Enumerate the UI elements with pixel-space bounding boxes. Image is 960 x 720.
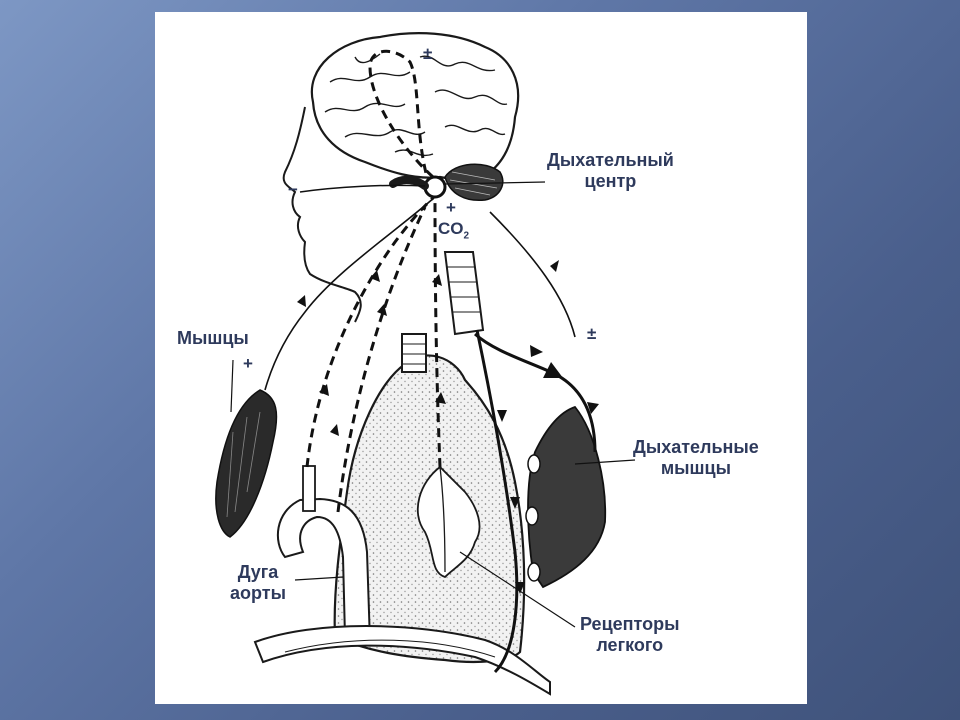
afferent-dashed-aorta	[305, 196, 435, 468]
co2-text: CO	[438, 219, 464, 238]
lung-receptor-bronchiole	[416, 465, 481, 579]
label-respiratory-center-line2: центр	[584, 171, 637, 191]
label-respiratory-muscles-line1: Дыхательные	[633, 437, 759, 457]
carotid-branch	[302, 465, 316, 512]
trachea	[443, 251, 485, 336]
leader-muscles	[230, 359, 234, 413]
label-aortic-arch-line2: аорты	[230, 583, 286, 603]
cortex-dashed-loop	[368, 49, 434, 179]
skeletal-muscle	[215, 389, 278, 538]
afferent-dashed-lung	[336, 206, 427, 513]
leader-respiratory-muscles	[574, 459, 636, 465]
respiratory-regulation-diagram	[215, 32, 636, 696]
diagram-slide: Дыхательный центр Мышцы Дыхательные мышц…	[155, 12, 807, 704]
upper-trachea	[401, 333, 427, 373]
label-respiratory-muscles-line2: мышцы	[660, 458, 731, 478]
efferent-nerve-to-diaphragm	[475, 329, 519, 674]
label-respiratory-muscles: Дыхательные мышцы	[633, 437, 759, 479]
sign-co2-plus: +	[446, 198, 456, 217]
aortic-arch	[277, 497, 372, 644]
leader-lung-receptors	[459, 551, 576, 628]
motor-nerve-to-muscles	[264, 196, 436, 391]
label-aortic-arch-line1: Дуга	[237, 562, 279, 582]
cerebellum	[444, 163, 504, 202]
respiratory-muscles	[527, 405, 607, 589]
sign-brain-plus-minus: ±	[423, 44, 433, 63]
afferent-nerve-from-respiratory-muscles	[489, 211, 576, 338]
label-lung-receptors-line2: легкого	[596, 635, 664, 655]
sign-muscles-plus: +	[243, 354, 253, 373]
head-profile	[282, 106, 362, 323]
face-to-center-line	[299, 184, 426, 193]
label-lung-receptors-line1: Рецепторы	[580, 614, 680, 634]
brainstem	[389, 175, 429, 190]
afferent-dashed-receptor	[433, 196, 442, 468]
leader-respiratory-center	[444, 181, 546, 185]
brain	[310, 32, 520, 181]
label-respiratory-center: Дыхательный центр	[547, 150, 674, 192]
efferent-nerve-to-respiratory-muscles	[473, 332, 597, 453]
sign-respiratory-muscles-plus-minus: ±	[587, 324, 597, 343]
co2-subscript: 2	[463, 230, 470, 242]
label-respiratory-center-line1: Дыхательный	[547, 150, 674, 170]
sign-face-minus: −	[288, 180, 298, 199]
label-aortic-arch: Дуга аорты	[230, 562, 286, 604]
label-muscles: Мышцы	[177, 328, 249, 348]
label-co2: CO2	[438, 218, 469, 246]
diaphragm	[253, 625, 551, 696]
leader-aortic-arch	[294, 576, 344, 581]
label-lung-receptors: Рецепторы легкого	[580, 614, 679, 656]
